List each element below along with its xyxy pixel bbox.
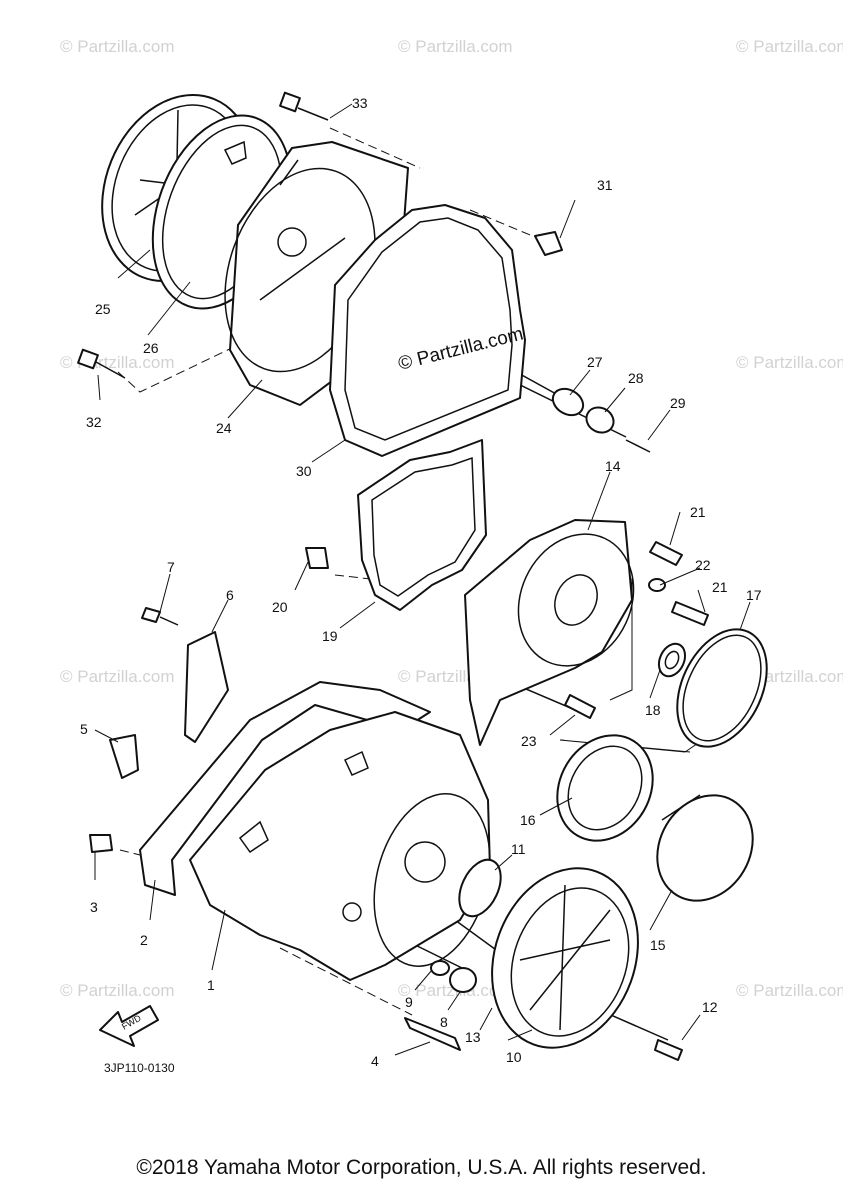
callout-5: 5	[80, 721, 88, 737]
part-18-seal	[657, 642, 687, 678]
part-19-gasket	[357, 439, 487, 611]
part-11-oring	[458, 858, 502, 918]
watermark: © Partzilla.com	[60, 667, 175, 686]
callout-13: 13	[465, 1029, 481, 1045]
fwd-arrow: FWD	[99, 1005, 159, 1047]
callout-22: 22	[695, 557, 711, 573]
callout-28: 28	[628, 370, 644, 386]
callout-14: 14	[605, 458, 621, 474]
callout-25: 25	[95, 301, 111, 317]
callout-27: 27	[587, 354, 603, 370]
callout-3: 3	[90, 899, 98, 915]
fasteners	[77, 91, 709, 1061]
callout-8: 8	[440, 1014, 448, 1030]
callouts: 1 2 3 4 5 6 7 8 9 10 11 12 13 14 15 16 1…	[80, 95, 762, 1069]
callout-7: 7	[167, 559, 175, 575]
callout-12: 12	[702, 999, 718, 1015]
callout-4: 4	[371, 1053, 379, 1069]
callout-26: 26	[143, 340, 159, 356]
part-17-ring	[676, 628, 768, 748]
callout-29: 29	[670, 395, 686, 411]
watermark: © Partzilla.com	[60, 37, 175, 56]
part-10-cover	[491, 867, 639, 1049]
callout-16: 16	[520, 812, 536, 828]
callout-31: 31	[597, 177, 613, 193]
callout-11: 11	[511, 841, 526, 857]
callout-33: 33	[352, 95, 368, 111]
callout-30: 30	[296, 463, 312, 479]
callout-21: 21	[690, 504, 706, 520]
watermark: © Partzilla.com	[398, 37, 513, 56]
callout-21: 21	[712, 579, 728, 595]
callout-18: 18	[645, 702, 661, 718]
callout-20: 20	[272, 599, 288, 615]
callout-24: 24	[216, 420, 232, 436]
callout-15: 15	[650, 937, 666, 953]
watermark: © Partzilla.com	[60, 981, 175, 1000]
part-16-ring	[556, 734, 654, 842]
callout-17: 17	[746, 587, 762, 603]
callout-6: 6	[226, 587, 234, 603]
callout-1: 1	[207, 977, 215, 993]
callout-19: 19	[322, 628, 338, 644]
leader-lines	[94, 103, 751, 1056]
callout-23: 23	[521, 733, 537, 749]
copyright-notice: ©2018 Yamaha Motor Corporation, U.S.A. A…	[136, 1156, 707, 1179]
part-14-cover	[464, 519, 635, 746]
callout-32: 32	[86, 414, 102, 430]
watermark: © Partzilla.com	[736, 353, 843, 372]
callout-10: 10	[506, 1049, 522, 1065]
watermark: © Partzilla.com	[736, 981, 843, 1000]
watermark: © Partzilla.com	[736, 37, 843, 56]
callout-2: 2	[140, 932, 148, 948]
part-15-cap	[656, 794, 754, 902]
part-2-gasket	[139, 681, 431, 896]
part-code: 3JP110-0130	[104, 1061, 175, 1075]
callout-9: 9	[405, 994, 413, 1010]
